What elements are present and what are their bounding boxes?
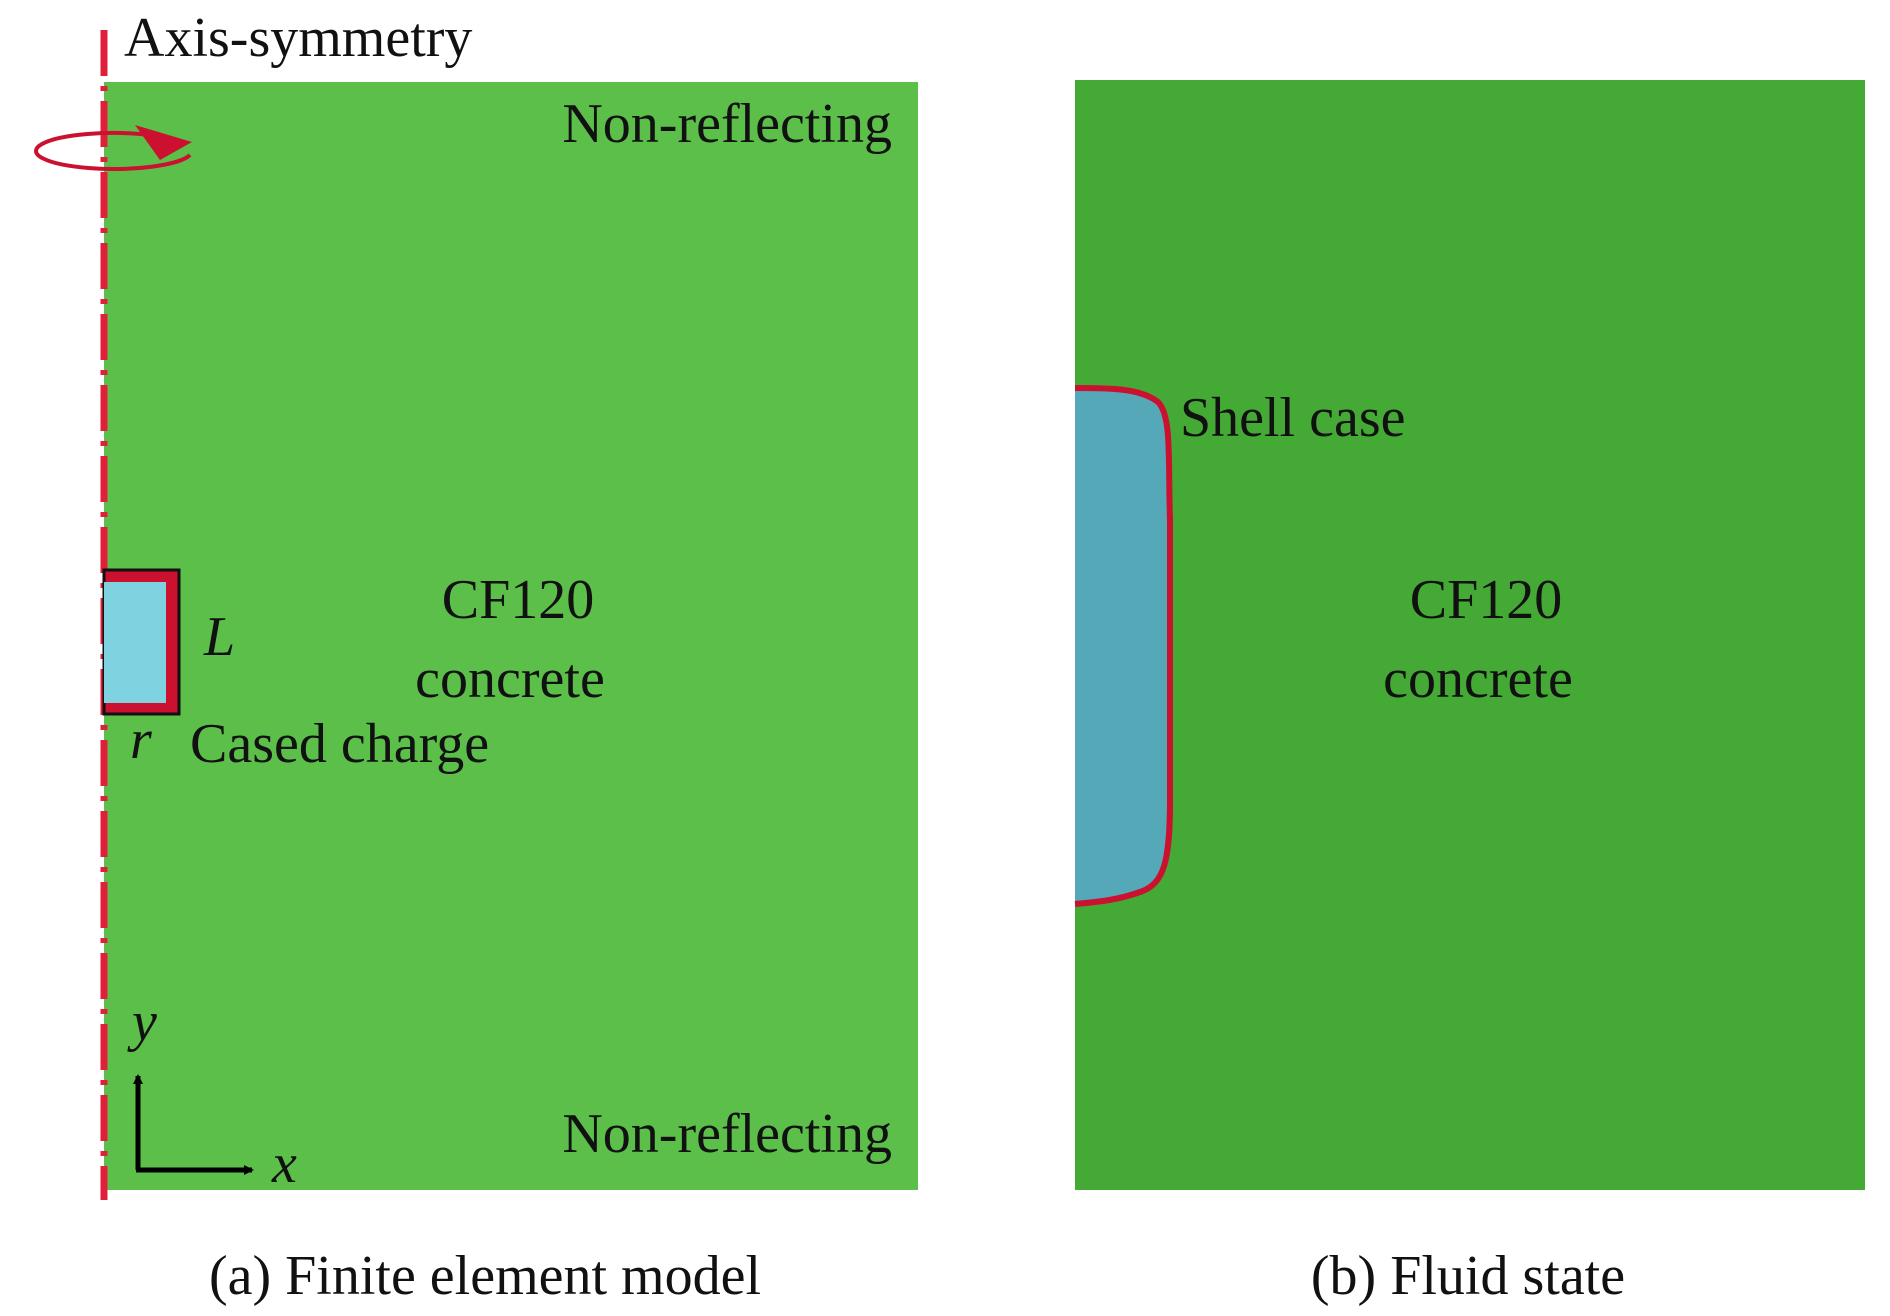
concrete-domain-b <box>1075 80 1865 1190</box>
rotation-arrow-icon <box>34 125 192 171</box>
panel-b: Shell case CF120 concrete (b) Fluid stat… <box>1074 80 1865 1307</box>
charge-radius-symbol: r <box>130 709 152 771</box>
cased-charge-label: Cased charge <box>190 713 489 775</box>
shell-case-label: Shell case <box>1180 387 1405 449</box>
cased-charge <box>102 568 181 716</box>
boundary-bottom-label: Non-reflecting <box>562 1103 892 1165</box>
material-label-a-line1: CF120 <box>442 569 595 631</box>
panel-a: Axis-symmetry Non-reflecting Non-reflect… <box>34 7 918 1307</box>
material-label-b-line2: concrete <box>1383 648 1573 710</box>
deformed-charge <box>1075 388 1170 904</box>
charge-core <box>104 582 166 703</box>
caption-b: (b) Fluid state <box>1311 1245 1625 1307</box>
boundary-top-label: Non-reflecting <box>562 93 892 155</box>
material-label-a-line2: concrete <box>415 648 605 710</box>
axis-symmetry-label: Axis-symmetry <box>124 7 472 69</box>
shell-case-outline <box>1074 385 1173 907</box>
material-label-b-line1: CF120 <box>1410 569 1563 631</box>
caption-a: (a) Finite element model <box>209 1245 761 1307</box>
x-axis-label: x <box>271 1133 297 1195</box>
coordinate-axes-icon <box>133 1074 254 1175</box>
charge-length-symbol: L <box>203 606 235 668</box>
y-axis-label: y <box>127 991 157 1053</box>
concrete-domain-a <box>104 82 918 1190</box>
